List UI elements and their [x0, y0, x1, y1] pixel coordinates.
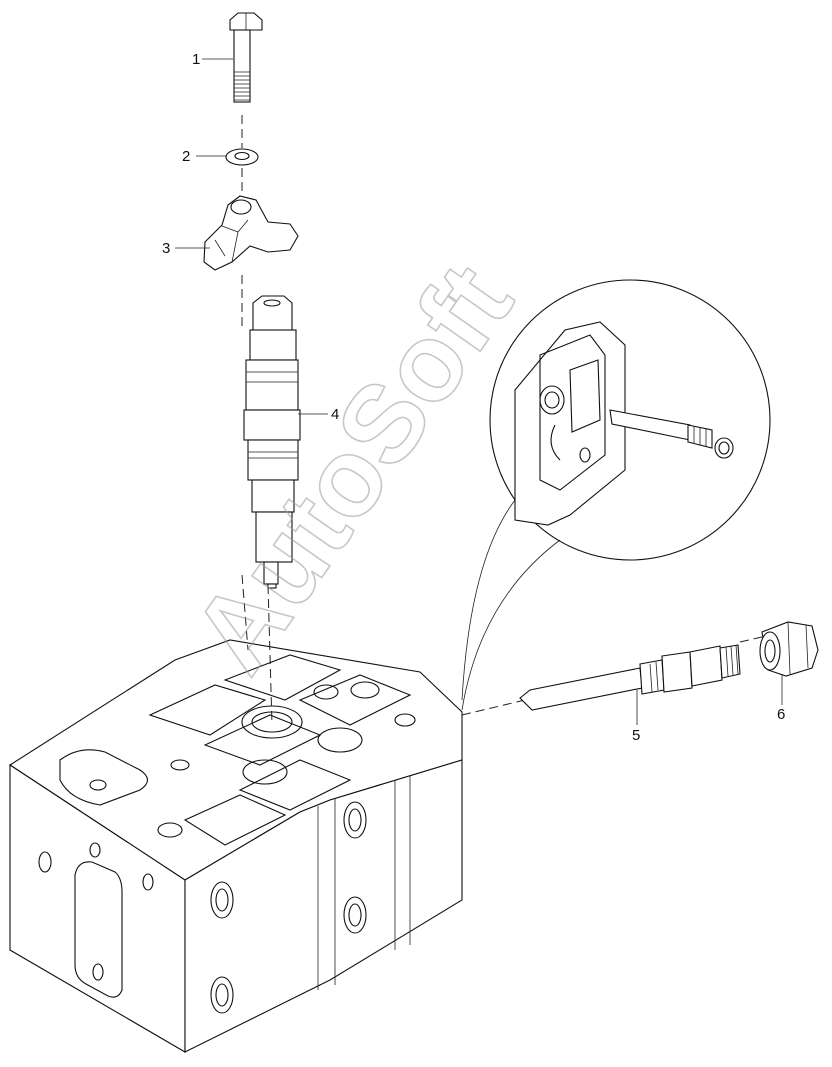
part-4-injector	[243, 295, 301, 589]
callout-3: 3	[162, 240, 170, 257]
callout-1: 1	[192, 51, 200, 68]
callout-5: 5	[632, 727, 640, 744]
part-2-washer	[225, 148, 259, 166]
callout-6: 6	[777, 706, 785, 723]
assembly-line-6	[461, 699, 526, 716]
assembly-line-4	[267, 584, 273, 726]
detail-magnifier	[461, 279, 771, 711]
cylinder-head	[8, 639, 463, 1053]
assembly-line-7	[739, 636, 763, 643]
assembly-line-5	[241, 574, 249, 651]
part-1-bolt	[229, 12, 263, 103]
part-5-connector	[519, 644, 741, 711]
callout-4: 4	[331, 406, 339, 423]
part-6-nut	[759, 621, 819, 677]
watermark: AutoSoft	[169, 243, 536, 694]
callout-2: 2	[182, 148, 190, 165]
part-3-clamp	[203, 195, 299, 271]
